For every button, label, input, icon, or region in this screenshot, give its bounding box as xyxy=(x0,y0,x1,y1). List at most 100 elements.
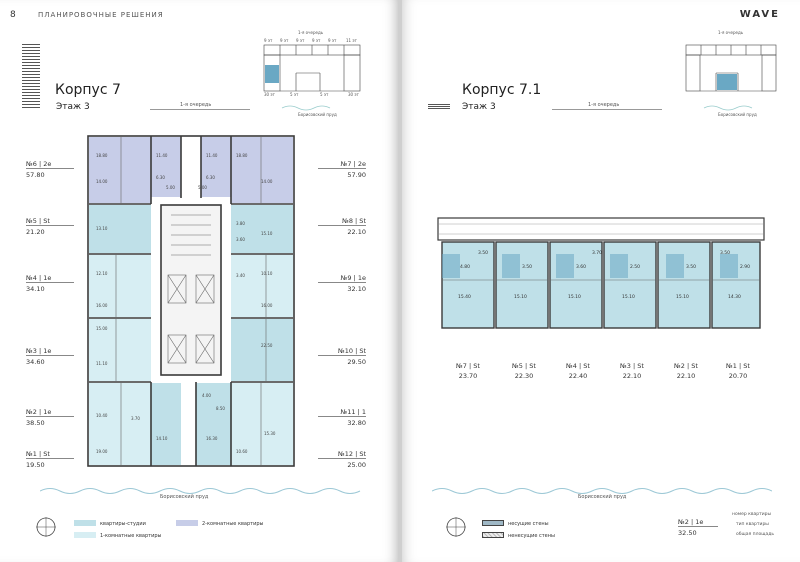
apt-name: №5 | St xyxy=(26,217,74,226)
apt-name: №8 | St xyxy=(318,217,366,226)
wall-swatch-bearing xyxy=(428,104,450,110)
legend-swatch-studio xyxy=(74,520,96,526)
apt-name: №2 | St xyxy=(674,362,698,370)
sample-label-area: общая площадь xyxy=(736,532,774,537)
queue-line-right xyxy=(552,109,662,110)
apt-area: 29.50 xyxy=(347,358,366,366)
room-area: 11.40 xyxy=(156,153,168,158)
room-area: 18.80 xyxy=(236,153,248,158)
room-area: 10.60 xyxy=(236,449,248,454)
apt-name: №3 | 1e xyxy=(26,347,74,356)
keyplan-pond: Борисовский пруд xyxy=(298,112,337,117)
apt-name: №4 | St xyxy=(566,362,590,370)
floor-plan: 18.80 11.40 11.40 18.80 14.00 6.30 6.30 … xyxy=(86,135,296,467)
unit-large-area: 14.30 xyxy=(728,294,741,300)
apt-area: 22.40 xyxy=(568,372,588,380)
queue-line xyxy=(150,109,250,110)
apt-area: 22.10 xyxy=(622,372,642,380)
brand-logo: WAVE xyxy=(739,9,780,20)
apt-name: №7 | St xyxy=(456,362,480,370)
room-area: 8.50 xyxy=(216,406,225,411)
room-area: 3.60 xyxy=(236,237,245,242)
unit-large-area: 15.10 xyxy=(622,294,635,300)
apt-area: 22.30 xyxy=(514,372,534,380)
apt-name: №7 | 2e xyxy=(318,160,366,169)
keyplan-top-3: 9 эт xyxy=(296,38,305,43)
queue-label: 1-я очередь xyxy=(180,102,212,108)
apt-name: №5 | St xyxy=(512,362,536,370)
room-area: 10.10 xyxy=(261,271,273,276)
floor-label-right: Этаж 3 xyxy=(462,102,496,112)
room-area: 16.30 xyxy=(206,436,218,441)
apt-area: 57.90 xyxy=(347,171,366,179)
room-area: 15.00 xyxy=(96,326,108,331)
unit-small-area: 2.50 xyxy=(630,264,640,270)
room-area: 5.00 xyxy=(166,185,175,190)
legend-studio: квартиры-студии xyxy=(100,521,146,527)
room-area: 16.00 xyxy=(96,303,108,308)
room-area: 18.80 xyxy=(96,153,108,158)
unit-small-area: 3.50 xyxy=(478,250,488,256)
keyplan-right: 1-я очередь Борисовский пруд xyxy=(685,30,777,117)
room-area: 6.30 xyxy=(156,175,165,180)
room-area: 15.10 xyxy=(261,231,273,236)
apt-area: 22.10 xyxy=(347,228,366,236)
building-title: Корпус 7 xyxy=(55,82,121,98)
unit-small-area: 3.50 xyxy=(686,264,696,270)
building-title-right: Корпус 7.1 xyxy=(462,82,542,98)
pond-label: Борисовский пруд xyxy=(160,494,209,500)
keyplan-bottom-3: 5 эт xyxy=(320,92,329,97)
room-area: 10.40 xyxy=(96,413,108,418)
keyplan-top-4: 9 эт xyxy=(312,38,321,43)
keyplan-top-6: 11 эт xyxy=(346,38,358,43)
room-area: 22.50 xyxy=(261,343,273,348)
apt-name: №11 | 1 xyxy=(318,408,366,417)
apt-name: №2 | 1e xyxy=(26,408,74,417)
apt-name: №3 | St xyxy=(620,362,644,370)
legend-swatch-two-room xyxy=(176,520,198,526)
compass-icon-right xyxy=(446,517,466,537)
sample-name: №2 | 1e xyxy=(678,518,718,527)
unit-small-area: 3.50 xyxy=(720,250,730,256)
unit-large-area: 15.40 xyxy=(458,294,471,300)
apt-name: №12 | St xyxy=(318,450,366,459)
unit-large-area: 15.10 xyxy=(514,294,527,300)
room-area: 11.10 xyxy=(96,361,108,366)
apt-area: 21.20 xyxy=(26,228,45,236)
keyplan-bottom-4: 30 эт xyxy=(348,92,360,97)
unit-small-area: 3.60 xyxy=(576,264,586,270)
page-number: 8 xyxy=(10,10,16,20)
apt-name: №1 | St xyxy=(26,450,74,459)
keyplan-top-2: 9 эт xyxy=(280,38,289,43)
keyplan-bottom-1: 30 эт xyxy=(264,92,276,97)
apt-area: 23.70 xyxy=(458,372,478,380)
keyplan-bottom-2: 5 эт xyxy=(290,92,299,97)
legend-non-bearing: ненесущие стены xyxy=(508,533,555,539)
apt-area: 32.10 xyxy=(347,285,366,293)
pond-label-right: Борисовский пруд xyxy=(578,494,627,500)
sample-label-number: номер квартиры xyxy=(732,512,772,517)
keyplan-right-queue: 1-я очередь xyxy=(718,30,744,35)
apt-area: 22.10 xyxy=(676,372,696,380)
legend-swatch-non-bearing xyxy=(482,532,504,538)
room-area: 14.00 xyxy=(96,179,108,184)
section-title: ПЛАНИРОВОЧНЫЕ РЕШЕНИЯ xyxy=(38,11,164,19)
apt-area: 32.80 xyxy=(347,419,366,427)
room-area: 11.40 xyxy=(206,153,218,158)
room-area: 3.80 xyxy=(236,221,245,226)
keyplan-queue: 1-я очередь xyxy=(298,30,324,35)
keyplan-right-pond: Борисовский пруд xyxy=(718,112,757,117)
left-page: 8 ПЛАНИРОВОЧНЫЕ РЕШЕНИЯ Корпус 7 Этаж 3 … xyxy=(0,0,398,562)
compass-icon xyxy=(36,517,56,537)
legend-swatch-one-room xyxy=(74,532,96,538)
unit-large-area: 15.10 xyxy=(568,294,581,300)
apt-name: №4 | 1e xyxy=(26,274,74,283)
room-area: 14.00 xyxy=(261,179,273,184)
apt-area: 34.10 xyxy=(26,285,45,293)
apt-name: №9 | 1e xyxy=(318,274,366,283)
room-area: 3.40 xyxy=(236,273,245,278)
stripe-decor xyxy=(22,44,40,110)
queue-label-right: 1-я очередь xyxy=(588,102,620,108)
pond-wave-right xyxy=(432,488,772,494)
legend-swatch-bearing xyxy=(482,520,504,526)
